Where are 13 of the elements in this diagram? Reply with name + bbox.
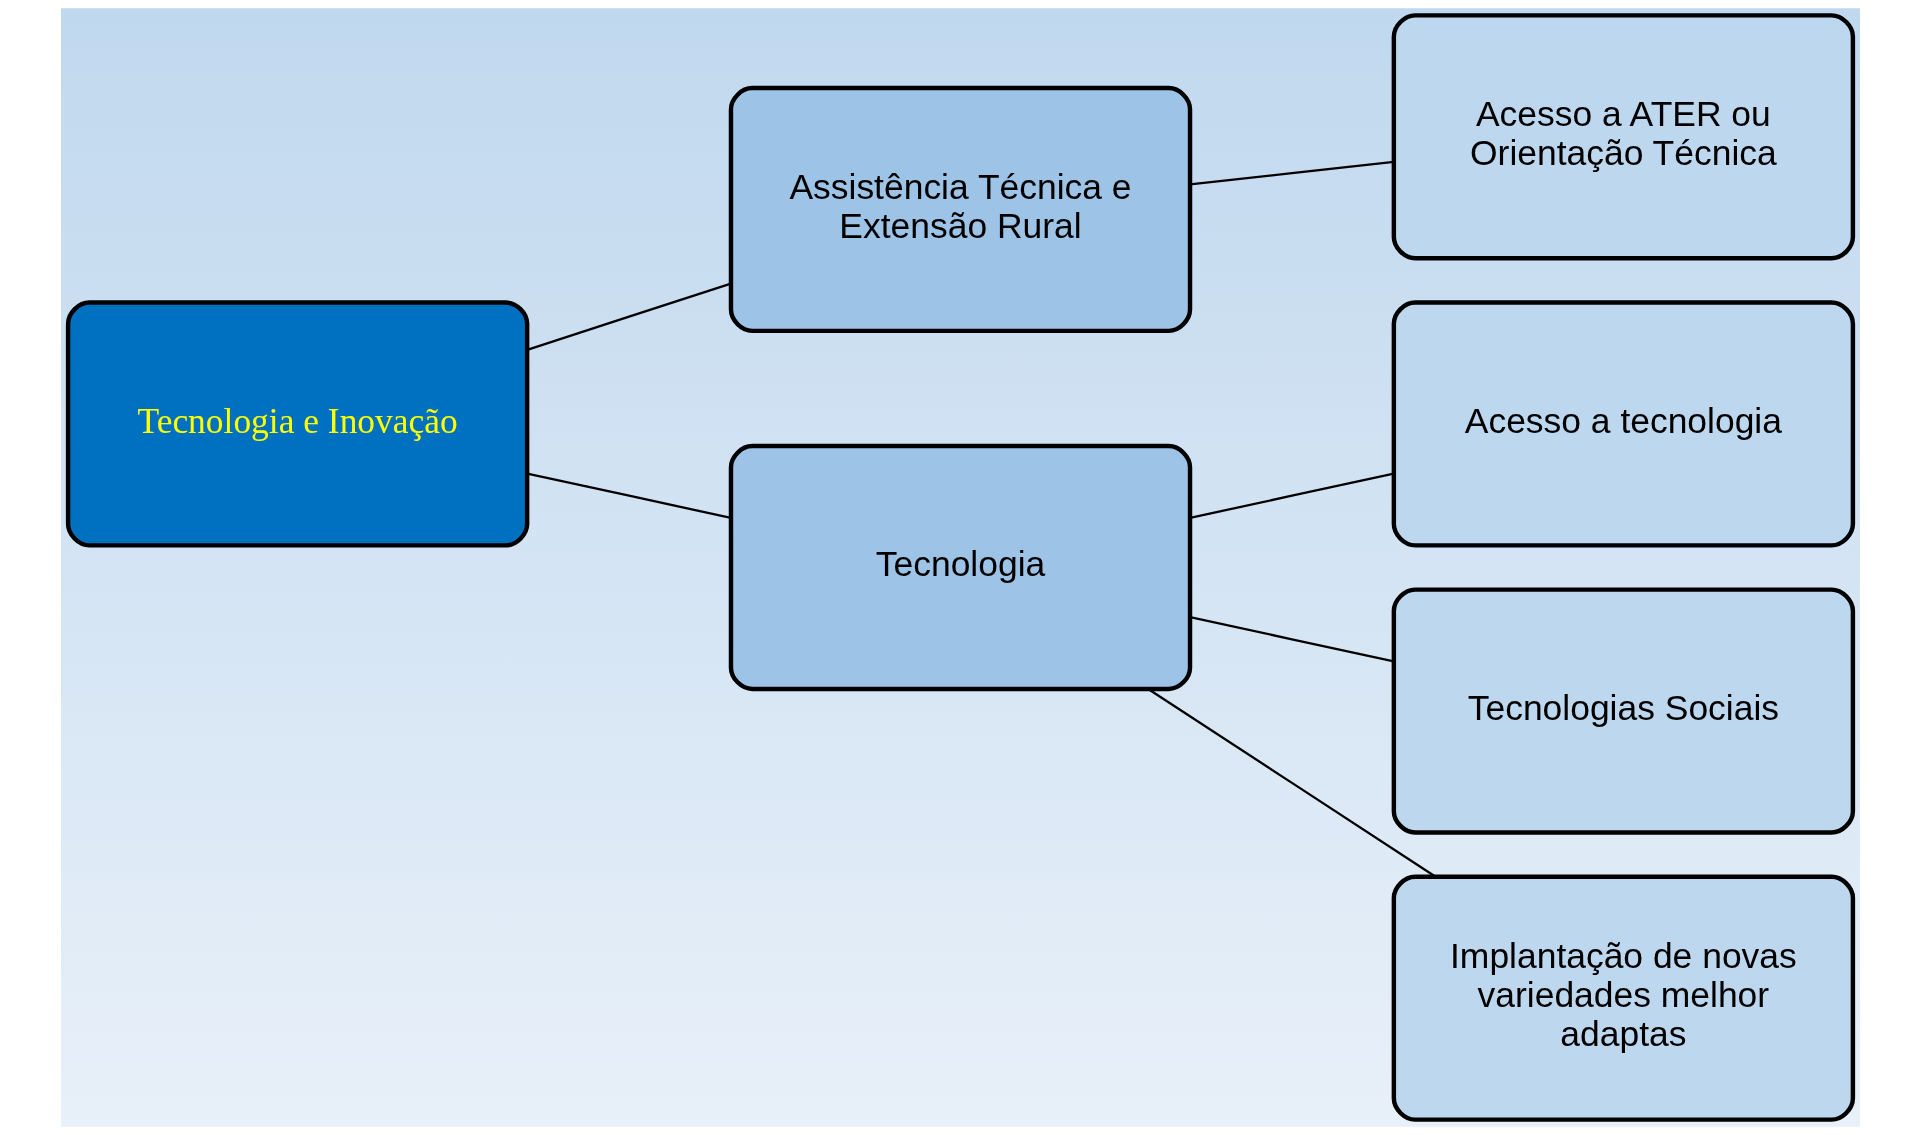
node-box: Acesso a tecnologia [1391, 300, 1855, 548]
node-box: Assistência Técnica e Extensão Rural [728, 85, 1192, 334]
connector [1147, 688, 1436, 878]
connector [1189, 616, 1394, 663]
node-box: Tecnologia [728, 443, 1192, 692]
node-box: Tecnologias Sociais [1391, 587, 1855, 835]
node-box: Acesso a ATER ou Orientação Técnica [1391, 13, 1855, 261]
connector [526, 472, 731, 519]
node-box: Implantação de novas variedades melhor adaptas [1391, 874, 1855, 1122]
node-box: Tecnologia e Inovação [65, 300, 529, 548]
connector [1189, 472, 1394, 519]
connector [1189, 160, 1394, 186]
connector [526, 282, 731, 351]
